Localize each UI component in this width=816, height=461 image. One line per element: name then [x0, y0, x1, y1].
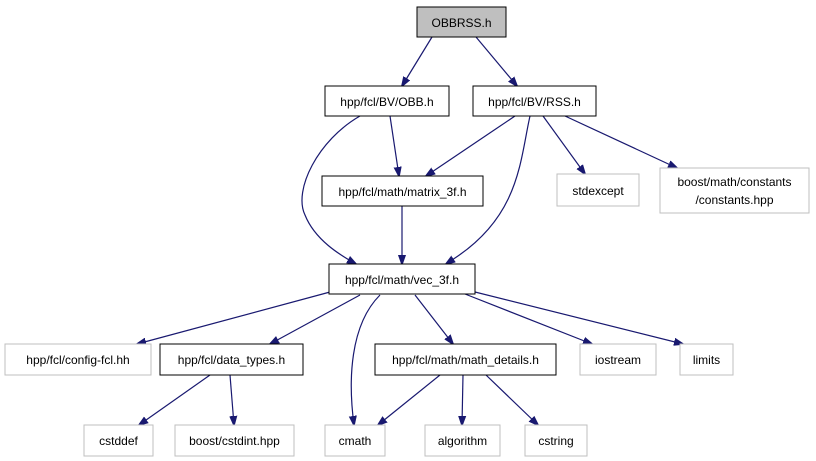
edge-vec-datatypes	[270, 294, 361, 344]
node-vec-label: hpp/fcl/math/vec_3f.h	[345, 273, 459, 287]
edge-datatypes-cstddef	[139, 374, 211, 425]
node-boost-constants-label-line2: /constants.hpp	[695, 193, 773, 207]
edge-rss-vec	[446, 115, 531, 264]
node-stdexcept-label: stdexcept	[572, 184, 624, 198]
edge-obbrss-obb	[402, 36, 433, 86]
node-obb-label: hpp/fcl/BV/OBB.h	[340, 95, 433, 109]
edge-vec-mathdetails	[414, 294, 453, 344]
node-algorithm-label: algorithm	[438, 434, 487, 448]
node-cmath: cmath	[324, 424, 386, 457]
node-obbrss: OBBRSS.h	[416, 6, 507, 38]
node-cstring-label: cstring	[538, 434, 573, 448]
edge-obbrss-rss	[475, 36, 517, 86]
node-config-label: hpp/fcl/config-fcl.hh	[26, 353, 129, 367]
node-obb[interactable]: hpp/fcl/BV/OBB.h	[324, 85, 450, 117]
node-cstdint-label: boost/cstdint.hpp	[189, 434, 280, 448]
node-mathdetails-label: hpp/fcl/math/math_details.h	[392, 353, 539, 367]
edge-datatypes-cstdint	[230, 374, 234, 425]
node-datatypes[interactable]: hpp/fcl/data_types.h	[159, 343, 304, 376]
edges	[137, 36, 683, 425]
node-cstdint: boost/cstdint.hpp	[174, 424, 295, 457]
edge-vec-iostream	[464, 293, 592, 344]
node-vec[interactable]: hpp/fcl/math/vec_3f.h	[328, 263, 476, 295]
edge-vec-limits	[474, 291, 683, 344]
node-matrix[interactable]: hpp/fcl/math/matrix_3f.h	[321, 175, 484, 207]
node-cstddef: cstddef	[83, 424, 154, 457]
node-boost-constants-label-line1: boost/math/constants	[677, 175, 791, 189]
node-mathdetails[interactable]: hpp/fcl/math/math_details.h	[374, 343, 557, 376]
edge-obb-matrix	[389, 115, 399, 176]
node-limits-label: limits	[693, 353, 720, 367]
node-iostream: iostream	[579, 343, 657, 376]
edge-mathdetails-cmath	[378, 374, 441, 425]
edge-obb-vec	[301, 115, 361, 264]
node-stdexcept: stdexcept	[556, 173, 640, 207]
edge-mathdetails-cstring	[485, 374, 538, 425]
node-config: hpp/fcl/config-fcl.hh	[4, 343, 152, 376]
node-boost-constants: boost/math/constants /constants.hpp	[659, 167, 810, 214]
edge-vec-config	[137, 291, 331, 344]
edge-rss-boost-constants	[564, 115, 677, 168]
node-obbrss-label: OBBRSS.h	[431, 16, 491, 30]
edge-mathdetails-algorithm	[462, 374, 463, 425]
edge-rss-stdexcept	[542, 115, 585, 174]
node-iostream-label: iostream	[595, 353, 641, 367]
node-datatypes-label: hpp/fcl/data_types.h	[178, 353, 285, 367]
node-limits: limits	[679, 343, 734, 376]
node-cstring: cstring	[524, 424, 588, 457]
node-cmath-label: cmath	[339, 434, 372, 448]
edge-rss-matrix	[426, 115, 516, 176]
edge-vec-cmath	[351, 294, 381, 425]
node-rss-label: hpp/fcl/BV/RSS.h	[488, 95, 581, 109]
node-matrix-label: hpp/fcl/math/matrix_3f.h	[338, 185, 466, 199]
node-cstddef-label: cstddef	[99, 434, 138, 448]
node-algorithm: algorithm	[424, 424, 501, 457]
node-rss[interactable]: hpp/fcl/BV/RSS.h	[472, 85, 597, 117]
